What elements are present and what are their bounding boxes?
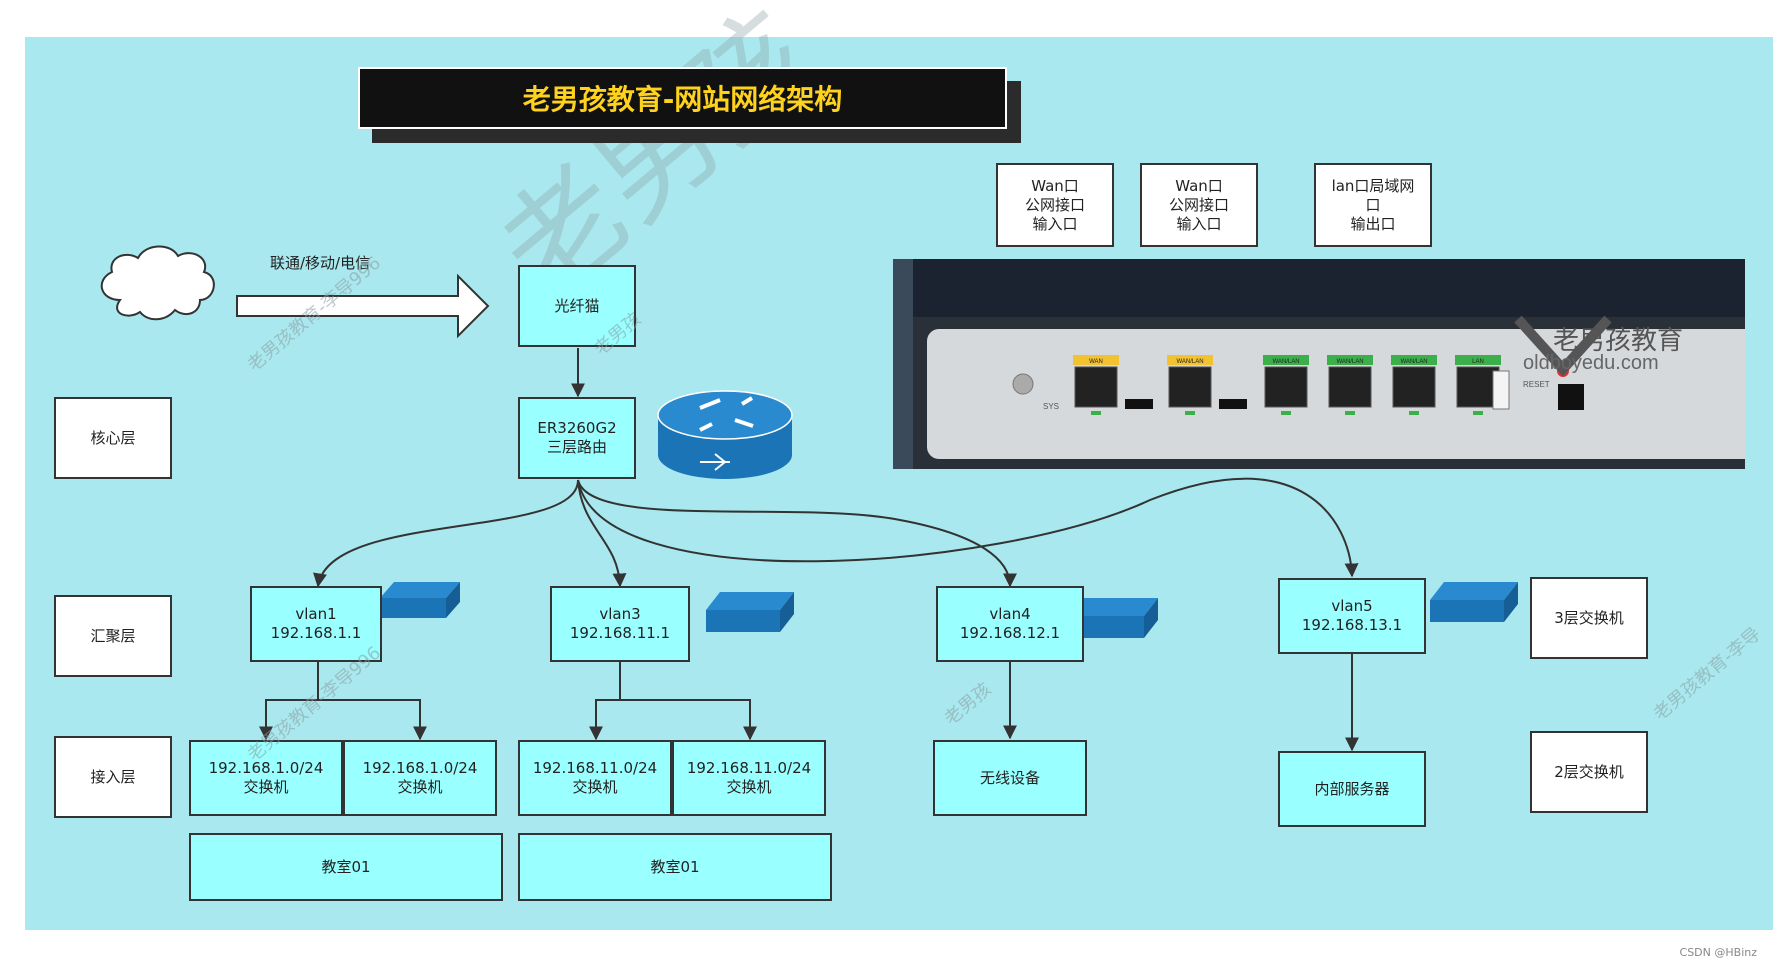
- node-modem: 光纤猫: [518, 265, 636, 347]
- node-switch-3b: 192.168.11.0/24 交换机: [672, 740, 826, 816]
- node-vlan5: vlan5 192.168.13.1: [1278, 578, 1426, 654]
- photo-brand: 老男孩教育: [1553, 325, 1683, 355]
- callout-wan1: Wan口 公网接口 输入口: [996, 163, 1114, 247]
- ethernet-port: [1074, 366, 1118, 408]
- ethernet-port: [1456, 366, 1500, 408]
- internet-cloud-icon: [100, 245, 215, 321]
- edge-vlan3-switches: [595, 662, 751, 738]
- port-tag: [1391, 355, 1437, 365]
- legend-l2-switch: 2层交换机: [1530, 731, 1648, 813]
- isp-label: 联通/移动/电信: [270, 254, 371, 272]
- layer-core: 核心层: [54, 397, 172, 479]
- photo-sys: SYS: [1043, 402, 1059, 411]
- port-led: [1473, 411, 1483, 415]
- port-led: [1185, 411, 1195, 415]
- port-led: [1409, 411, 1419, 415]
- ethernet-port: [1168, 366, 1212, 408]
- edge-router-vlan3: [577, 479, 627, 588]
- layer-access: 接入层: [54, 736, 172, 818]
- port-led: [1345, 411, 1355, 415]
- edge-router-vlan5: [577, 477, 1359, 578]
- node-classroom-a: 教室01: [189, 833, 503, 901]
- port-label: WAN/LAN: [1400, 359, 1427, 365]
- switch-icon-vlan1: [380, 582, 460, 618]
- node-server: 内部服务器: [1278, 751, 1426, 827]
- switch-icon-vlan4: [1070, 598, 1158, 638]
- photo-reset: RESET: [1523, 380, 1550, 389]
- callout-wan2: Wan口 公网接口 输入口: [1140, 163, 1258, 247]
- router-photo: WAN WAN/LAN WAN/LAN WAN/LAN WAN/LAN LAN 老男孩教育…: [893, 259, 1745, 469]
- title-banner: 老男孩教育-网站网络架构: [358, 67, 1007, 129]
- router-front-panel: WAN WAN/LAN WAN/LAN WAN/LAN WAN/LAN LAN 老男孩教育…: [893, 259, 1745, 469]
- node-router: ER3260G2 三层路由: [518, 397, 636, 479]
- legend-l3-switch: 3层交换机: [1530, 577, 1648, 659]
- node-switch-1b: 192.168.1.0/24 交换机: [343, 740, 497, 816]
- port-tag: [1073, 355, 1119, 365]
- router-icon: [657, 390, 793, 479]
- photo-site: oldboyedu.com: [1523, 352, 1659, 374]
- port-tag: [1455, 355, 1501, 365]
- port-label: LAN: [1472, 359, 1484, 365]
- footer-credit: CSDN @HBinz: [1679, 946, 1757, 959]
- port-led: [1091, 411, 1101, 415]
- ethernet-port: [1264, 366, 1308, 408]
- node-vlan1: vlan1 192.168.1.1: [250, 586, 382, 662]
- node-classroom-b: 教室01: [518, 833, 832, 901]
- port-label: WAN/LAN: [1176, 359, 1203, 365]
- edge-router-vlan4: [577, 479, 1017, 588]
- ethernet-port: [1392, 366, 1436, 408]
- node-switch-3a: 192.168.11.0/24 交换机: [518, 740, 672, 816]
- node-vlan4: vlan4 192.168.12.1: [936, 586, 1084, 662]
- diagram-title: 老男孩教育-网站网络架构: [522, 83, 843, 116]
- port-led: [1281, 411, 1291, 415]
- port-tag: [1167, 355, 1213, 365]
- ethernet-port: [1328, 366, 1372, 408]
- switch-icon-vlan5: [1430, 582, 1518, 622]
- edge-router-vlan1: [313, 479, 579, 588]
- node-switch-1a: 192.168.1.0/24 交换机: [189, 740, 343, 816]
- port-label: WAN/LAN: [1336, 359, 1363, 365]
- switch-icon-vlan3: [706, 592, 794, 632]
- callout-lan: lan口局域网 口 输出口: [1314, 163, 1432, 247]
- port-tag: [1263, 355, 1309, 365]
- isp-arrow: [236, 273, 490, 339]
- node-wireless: 无线设备: [933, 740, 1087, 816]
- layer-aggregation: 汇聚层: [54, 595, 172, 677]
- port-tag: [1327, 355, 1373, 365]
- port-label: WAN/LAN: [1272, 359, 1299, 365]
- port-label: WAN: [1089, 359, 1103, 365]
- node-vlan3: vlan3 192.168.11.1: [550, 586, 690, 662]
